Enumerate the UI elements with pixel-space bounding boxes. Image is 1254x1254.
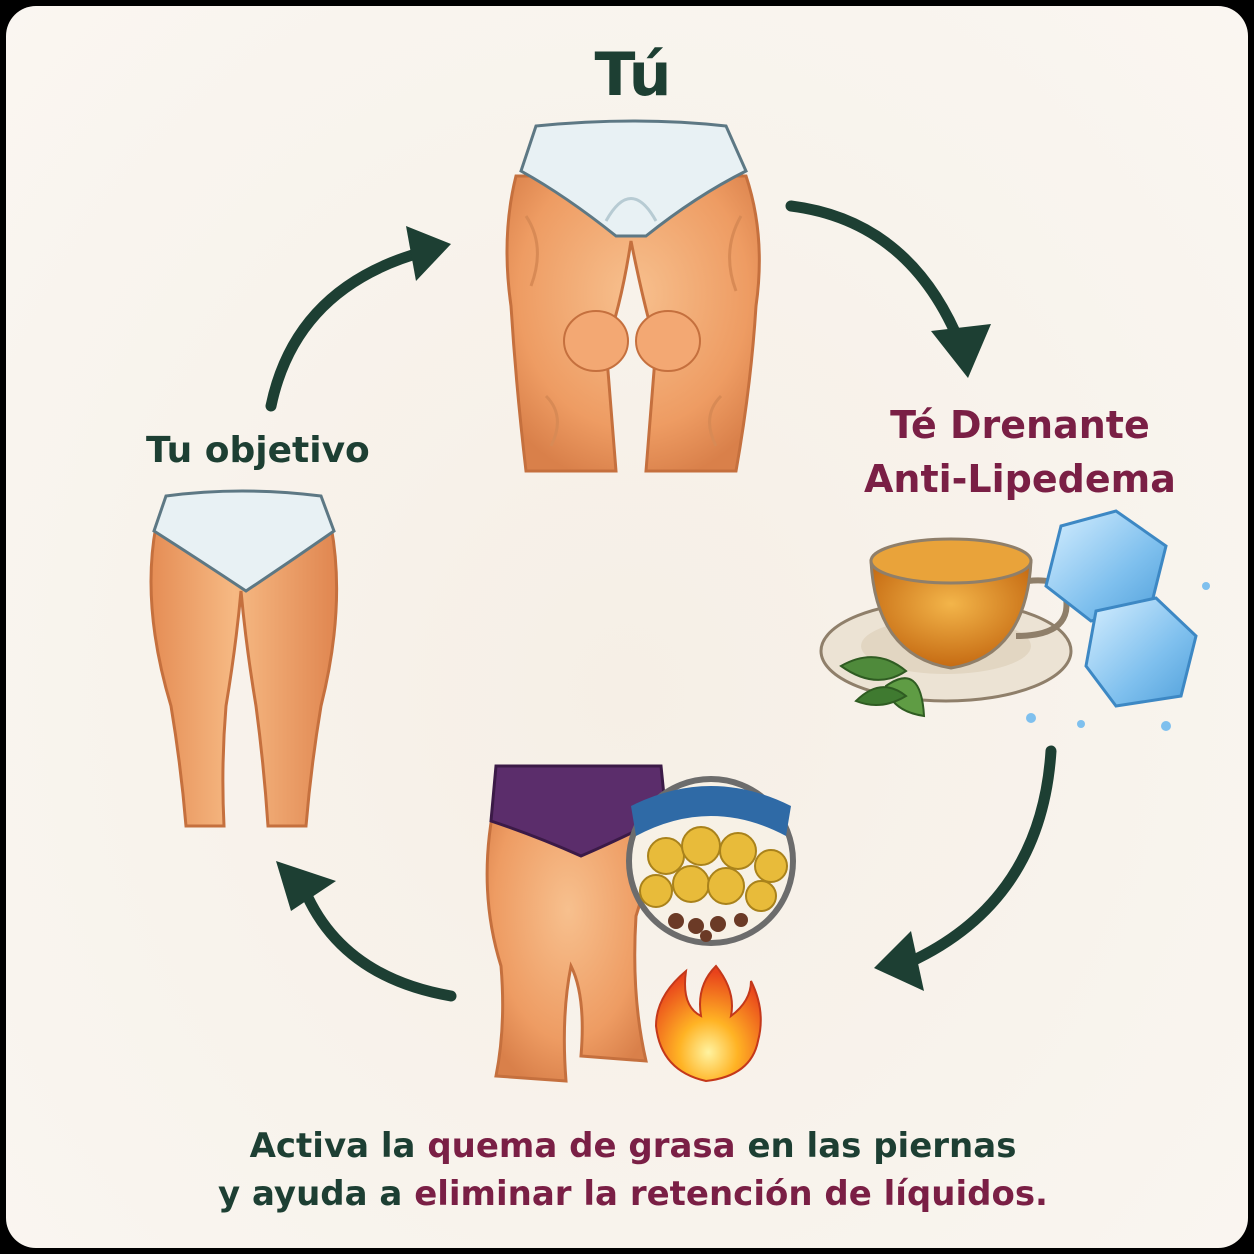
goal-legs-illustration — [149, 489, 339, 828]
arrowheads — [276, 226, 991, 991]
leaf-icon — [839, 656, 926, 718]
caption-line2-part1: y ayuda a — [218, 1174, 415, 1214]
caption-line2: y ayuda a eliminar la retención de líqui… — [6, 1170, 1248, 1218]
lipedema-legs-illustration — [505, 119, 761, 473]
goal-label: Tu objetivo — [146, 430, 370, 471]
caption: Activa la quema de grasa en las piernas … — [6, 1122, 1248, 1218]
cycle-arrow-icon — [265, 200, 1057, 1002]
tea-cup-icon — [819, 537, 1073, 703]
caption-line1: Activa la quema de grasa en las piernas — [6, 1122, 1248, 1170]
infographic-card: Tú Tu objetivo Té Drenante Anti-Lipedema… — [6, 6, 1248, 1248]
tea-label: Té Drenante Anti-Lipedema — [864, 398, 1176, 506]
cycle-diagram — [149, 119, 1210, 1083]
fat-cells-magnifier-icon — [626, 776, 796, 946]
caption-line1-part2: en las piernas — [735, 1126, 1017, 1166]
ice-cube-icon — [1026, 509, 1210, 731]
caption-highlight-fluid-retention: eliminar la retención de líquidos. — [414, 1174, 1048, 1214]
tea-label-line2: Anti-Lipedema — [864, 457, 1176, 501]
tea-label-line1: Té Drenante — [890, 403, 1150, 447]
fat-legs-illustration — [485, 764, 668, 1083]
page-title: Tú — [594, 40, 672, 110]
caption-highlight-fat-burn: quema de grasa — [427, 1126, 736, 1166]
caption-line1-part1: Activa la — [249, 1126, 428, 1166]
flame-icon — [654, 964, 762, 1083]
